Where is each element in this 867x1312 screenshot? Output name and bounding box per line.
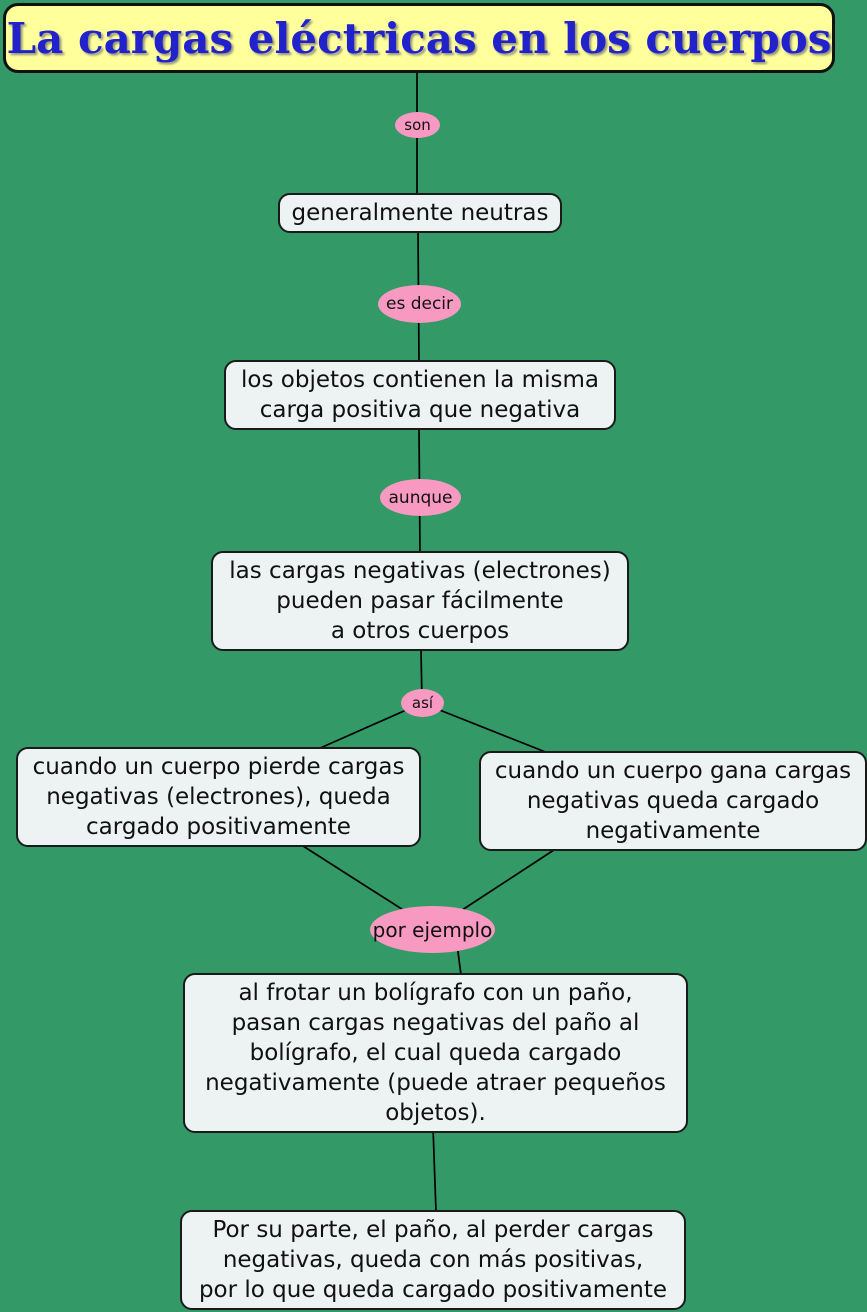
connector-label-por-ejemplo: por ejemplo (370, 906, 495, 953)
page-title: La cargas eléctricas en los cuerpos (6, 13, 832, 63)
concept-box-misma-carga: los objetos contienen la misma carga pos… (224, 360, 616, 430)
connector-label-son: son (395, 112, 440, 138)
concept-box-gana-cargas: cuando un cuerpo gana cargas negativas q… (479, 751, 867, 851)
connector-label-es-decir: es decir (378, 285, 461, 323)
concept-box-generalmente-neutras: generalmente neutras (278, 193, 562, 233)
concept-box-ejemplo-pano: Por su parte, el paño, al perder cargas … (180, 1210, 686, 1310)
connector-label-aunque: aunque (380, 479, 461, 516)
concept-box-pierde-cargas: cuando un cuerpo pierde cargas negativas… (16, 747, 421, 847)
connector-label-asi: así (401, 689, 444, 717)
concept-box-cargas-pasan: las cargas negativas (electrones) pueden… (211, 551, 629, 651)
concept-box-ejemplo-boligrafo: al frotar un bolígrafo con un paño, pasa… (183, 973, 688, 1133)
title-banner: La cargas eléctricas en los cuerpos (3, 3, 835, 73)
